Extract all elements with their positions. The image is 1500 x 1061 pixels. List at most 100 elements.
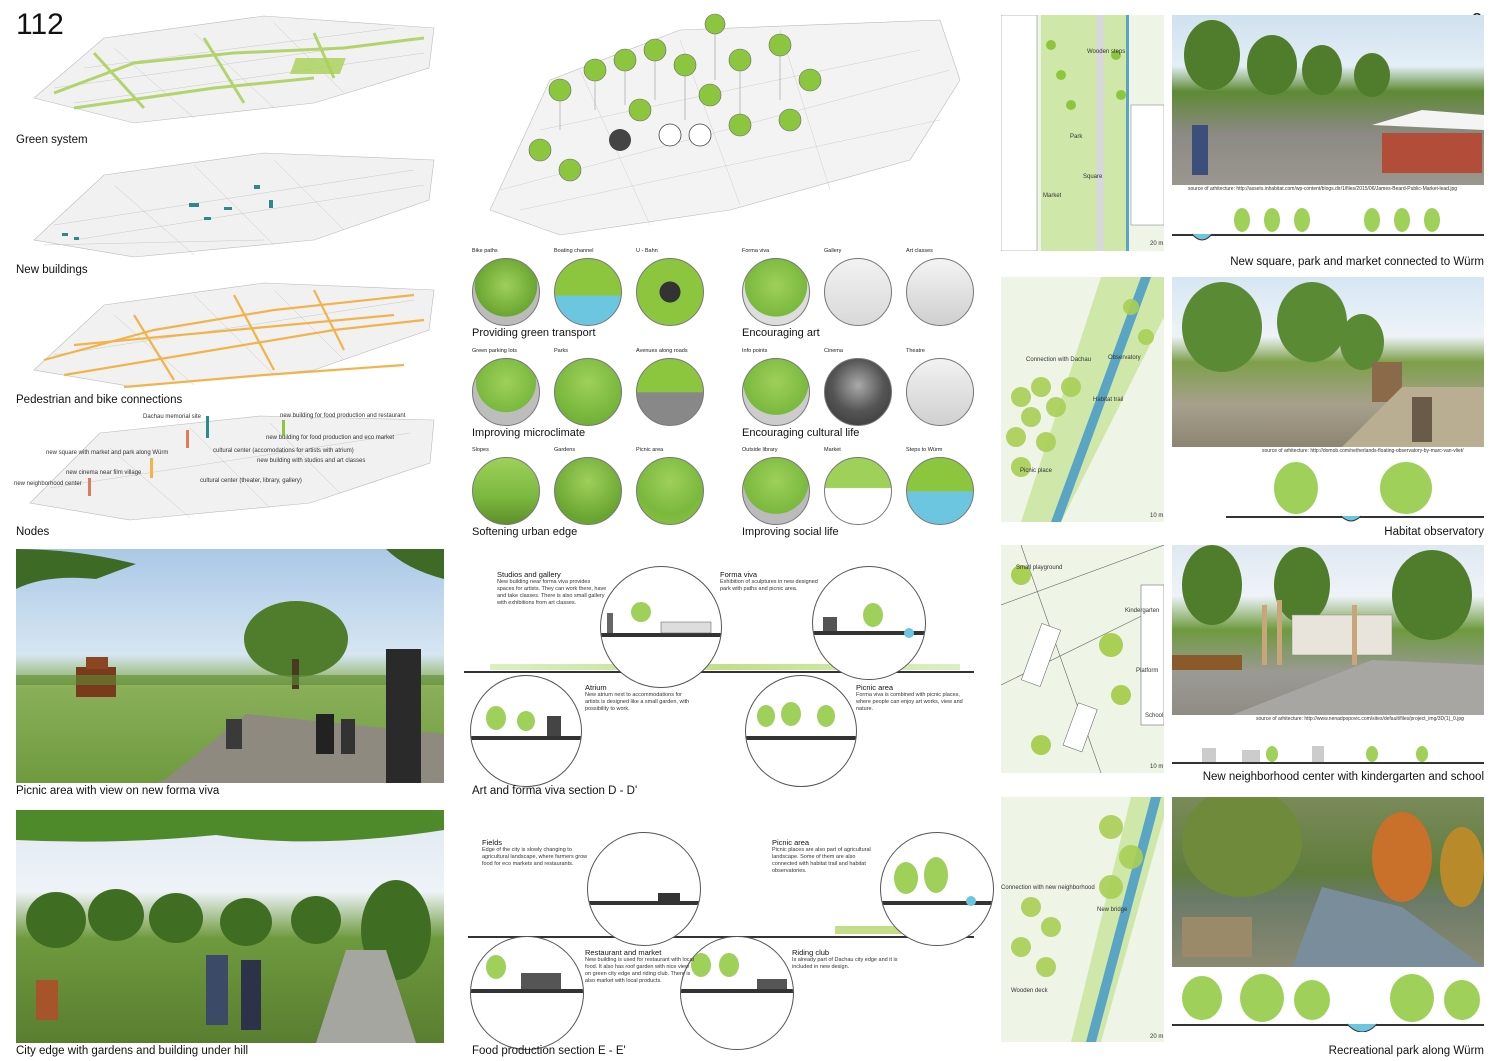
strategy-item-label: Picnic area <box>636 447 664 453</box>
new-buildings-caption: New buildings <box>16 264 88 276</box>
map-label: Wooden steps <box>1087 49 1126 55</box>
photo-source: source of arhitecture: http://assets.inh… <box>1188 186 1458 192</box>
section-detail-text: New building is used for restaurant with… <box>585 957 694 984</box>
photo-source: source of arhitecture: http://domob.com/… <box>1262 448 1464 454</box>
section-dd-circle-atrium <box>470 675 582 787</box>
strategy-title: Encouraging art <box>742 327 820 339</box>
strategy-title: Softening urban edge <box>472 526 578 538</box>
strategy-item-label: U - Bahn <box>636 248 658 254</box>
section-detail-text: Exhibition of sculptures in new designed… <box>720 579 818 592</box>
node-label: Dachau memorial site <box>143 414 202 420</box>
green-system-map <box>14 8 444 136</box>
boating-channel-icon <box>554 258 622 326</box>
map-label: Square <box>1083 174 1103 180</box>
neighborhood-map <box>1000 544 1165 774</box>
city-edge-render-caption: City edge with gardens and building unde… <box>16 1045 249 1057</box>
section-detail-text: Is already part of Dachau city edge and … <box>792 957 898 970</box>
strategy-item-label: Theatre <box>906 348 925 354</box>
map-label: Connection with Dachau <box>1026 357 1092 363</box>
strategy-item-label: Art classes <box>906 248 933 254</box>
strategy-title: Improving microclimate <box>472 427 586 439</box>
pedestrian-bike-caption: Pedestrian and bike connections <box>16 394 183 406</box>
node-label: new cinema near film village <box>66 470 142 476</box>
info-points-icon <box>742 358 810 426</box>
green-parking-icon <box>472 358 540 426</box>
square-market-photo <box>1172 15 1484 185</box>
section-dd-strip <box>490 664 960 670</box>
theatre-icon <box>906 358 974 426</box>
right-panel-caption: Recreational park along Würm <box>1328 1045 1484 1057</box>
strategy-title: Providing green transport <box>472 327 596 339</box>
strategy-title: Encouraging cultural life <box>742 427 860 439</box>
strategy-item-label: Outside library <box>742 447 778 453</box>
map-label: Small playground <box>1016 565 1063 571</box>
map-label: Picnic place <box>1020 468 1053 474</box>
map-label: Observatory <box>1108 355 1141 361</box>
map-label: School <box>1145 713 1164 719</box>
photo-source: source of arhitecture: http://www.nenadp… <box>1256 716 1464 722</box>
section-ee-circle-restaurant <box>470 936 584 1050</box>
section-detail-text: Picnic places are also part of agricultu… <box>772 847 871 874</box>
strategy-item-label: Avenues along roads <box>636 348 688 354</box>
nodes-caption: Nodes <box>16 526 50 538</box>
node-label: new building for food production and eco… <box>266 435 395 441</box>
strategy-item-label: Bike paths <box>472 248 498 254</box>
strategy-item-label: Cinema <box>824 348 843 354</box>
u-bahn-icon <box>636 258 704 326</box>
section-ee-caption: Food production section E - E' <box>472 1045 626 1057</box>
strategy-item-label: Forma viva <box>742 248 770 254</box>
section-detail-text: Edge of the city is slowly changing to a… <box>482 847 588 867</box>
market-icon <box>824 457 892 525</box>
nodes-map <box>10 408 444 526</box>
strategy-item-label: Slopes <box>472 447 489 453</box>
scale-label: 10 m <box>1150 764 1164 770</box>
outside-library-icon <box>742 457 810 525</box>
section-detail-title: Picnic area <box>772 838 810 847</box>
node-label: new neighborhood center <box>14 481 82 487</box>
habitat-photo <box>1172 277 1484 447</box>
map-label: Platform <box>1136 668 1159 674</box>
right-panel-caption: Habitat observatory <box>1384 526 1484 538</box>
section-detail-title: Restaurant and market <box>585 948 662 957</box>
avenues-icon <box>636 358 704 426</box>
map-label: Park <box>1070 134 1083 140</box>
section-dd-caption: Art and forma viva section D - D' <box>472 785 638 797</box>
section-dd-circle-forma-viva <box>812 566 926 680</box>
strategy-item-label: Green parking lots <box>472 348 517 354</box>
square-section <box>1172 198 1484 248</box>
node-label: new square with market and park along Wü… <box>46 450 169 456</box>
section-detail-title: Picnic area <box>856 683 894 692</box>
picnic-area-icon <box>636 457 704 525</box>
strategy-title: Improving social life <box>742 526 839 538</box>
pedestrian-bike-map <box>14 275 444 395</box>
strategy-item-label: Info points <box>742 348 768 354</box>
city-edge-render <box>16 810 444 1043</box>
map-label: New bridge <box>1097 907 1128 913</box>
right-panel-caption: New square, park and market connected to… <box>1230 256 1484 268</box>
strategy-item-label: Market <box>824 447 841 453</box>
section-dd-circle-picnic <box>745 675 857 787</box>
section-detail-title: Riding club <box>792 948 830 957</box>
habitat-section <box>1226 460 1484 522</box>
recreational-map <box>1001 797 1164 1042</box>
green-system-caption: Green system <box>16 134 88 146</box>
section-detail-text: Forma viva is combined with picnic place… <box>856 692 963 712</box>
bike-paths-icon <box>472 258 540 326</box>
section-detail-title: Studios and gallery <box>497 570 561 579</box>
section-dd-circle-studios <box>600 566 722 688</box>
page-number: 112 <box>16 8 64 41</box>
strategy-item-label: Gardens <box>554 447 576 453</box>
right-panel-caption: New neighborhood center with kindergarte… <box>1202 771 1484 783</box>
map-label: Habitat trail <box>1093 397 1124 403</box>
habitat-map <box>1001 277 1164 522</box>
slopes-icon <box>472 457 540 525</box>
forma-viva-icon <box>742 258 810 326</box>
section-detail-text: New building near forma viva provides sp… <box>497 579 607 606</box>
map-label: Connection with new neighborhood <box>1001 885 1095 891</box>
parks-icon <box>554 358 622 426</box>
neighborhood-photo <box>1172 545 1484 715</box>
scale-label: 20 m <box>1150 1034 1164 1040</box>
section-ee-ground-line <box>468 936 974 938</box>
strategy-item-label: Parks <box>554 348 569 354</box>
map-label: Kindergarten <box>1125 608 1160 614</box>
